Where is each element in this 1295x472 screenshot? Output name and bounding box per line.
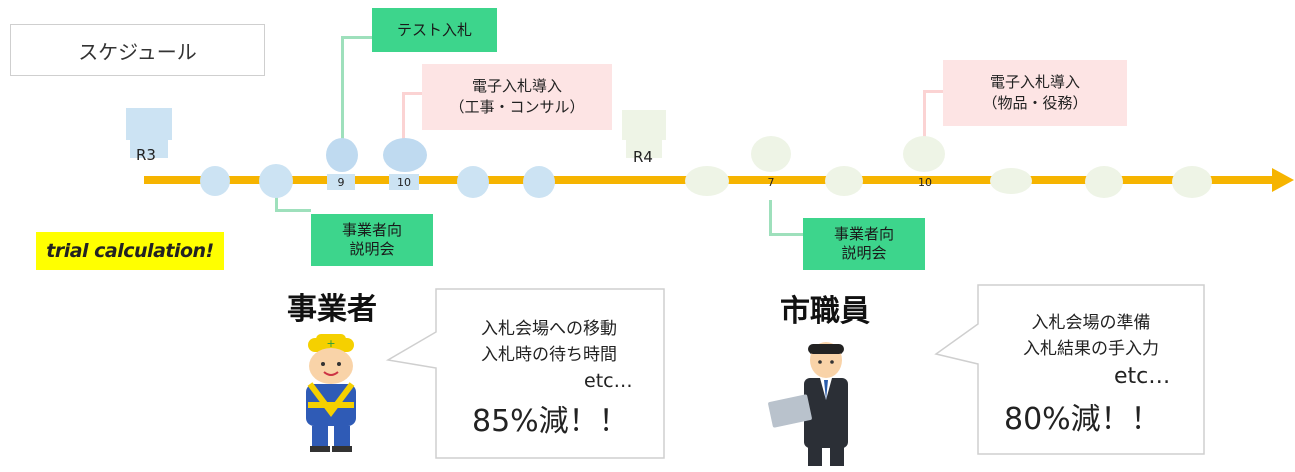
month-marker <box>1172 166 1212 198</box>
connector-briefing-1-h <box>275 209 311 212</box>
connector-ebid-construction-h <box>402 92 422 95</box>
month-marker-7 <box>751 136 791 172</box>
month-9-tag <box>327 174 355 190</box>
month-marker <box>523 166 555 198</box>
r3-marker <box>126 108 172 160</box>
staff-line-2: 入札結果の手入力 <box>1023 339 1159 359</box>
r4-label: R4 <box>633 148 653 166</box>
schedule-title-box: スケジュール <box>10 24 265 76</box>
business-role-heading: 事業者 <box>287 292 377 327</box>
office-worker-illustration <box>748 340 898 468</box>
connector-briefing-2 <box>769 200 772 236</box>
r4-marker <box>622 110 666 160</box>
month-7-label: 7 <box>767 176 775 189</box>
month-marker-10b <box>903 136 945 172</box>
timeline-arrow <box>1272 168 1294 192</box>
connector-ebid-goods <box>923 90 926 142</box>
staff-speech-bubble: 入札会場の準備 入札結果の手入力 etc… 80%減！！ <box>934 284 1206 456</box>
month-marker <box>457 166 489 198</box>
staff-line-1: 入札会場の準備 <box>1031 313 1151 333</box>
ebid-construction-label: 電子入札導入 （工事・コンサル） <box>449 77 585 116</box>
briefing-2-box: 事業者向 説明会 <box>803 218 925 270</box>
test-bid-box: テスト入札 <box>372 8 497 52</box>
ebid-construction-box: 電子入札導入 （工事・コンサル） <box>422 64 612 130</box>
ebid-goods-box: 電子入札導入 （物品・役務） <box>943 60 1127 126</box>
connector-ebid-goods-h <box>923 90 943 93</box>
connector-briefing-2-h <box>769 233 803 236</box>
business-speech-bubble: 入札会場への移動 入札時の待ち時間 etc… 85%減！！ <box>384 288 666 460</box>
month-marker <box>685 166 729 196</box>
staff-role-heading: 市職員 <box>780 294 870 329</box>
briefing-1-box: 事業者向 説明会 <box>311 214 433 266</box>
month-marker <box>1085 166 1123 198</box>
month-marker <box>259 164 293 198</box>
staff-reduction: 80%減！！ <box>1004 402 1161 437</box>
trial-calculation-label: trial calculation! <box>46 240 214 262</box>
month-10-tag <box>389 174 419 190</box>
connector-test-bid-h <box>341 36 373 39</box>
month-marker <box>825 166 863 196</box>
business-reduction: 85%減！！ <box>472 404 629 439</box>
staff-etc: etc… <box>1114 364 1171 389</box>
schedule-title: スケジュール <box>78 39 197 64</box>
business-etc: etc… <box>584 370 633 392</box>
svg-text:+: + <box>326 337 335 350</box>
business-line-1: 入札会場への移動 <box>481 319 617 339</box>
connector-test-bid <box>341 36 344 144</box>
month-marker <box>990 168 1032 194</box>
month-marker-10 <box>383 138 427 172</box>
briefing-1-label: 事業者向 説明会 <box>341 221 402 258</box>
test-bid-label: テスト入札 <box>396 20 472 39</box>
month-9-label: 9 <box>337 176 345 189</box>
month-10-label: 10 <box>397 176 411 189</box>
worker-illustration: + <box>288 332 374 454</box>
trial-calculation-badge: trial calculation! <box>36 232 224 270</box>
month-marker-9 <box>326 138 358 172</box>
ebid-goods-label: 電子入札導入 （物品・役務） <box>982 73 1088 112</box>
month-10b-label: 10 <box>918 176 932 189</box>
month-marker <box>200 166 230 196</box>
r3-label: R3 <box>136 146 156 164</box>
business-line-2: 入札時の待ち時間 <box>481 345 617 365</box>
connector-ebid-construction <box>402 92 405 144</box>
briefing-2-label: 事業者向 説明会 <box>833 225 894 262</box>
